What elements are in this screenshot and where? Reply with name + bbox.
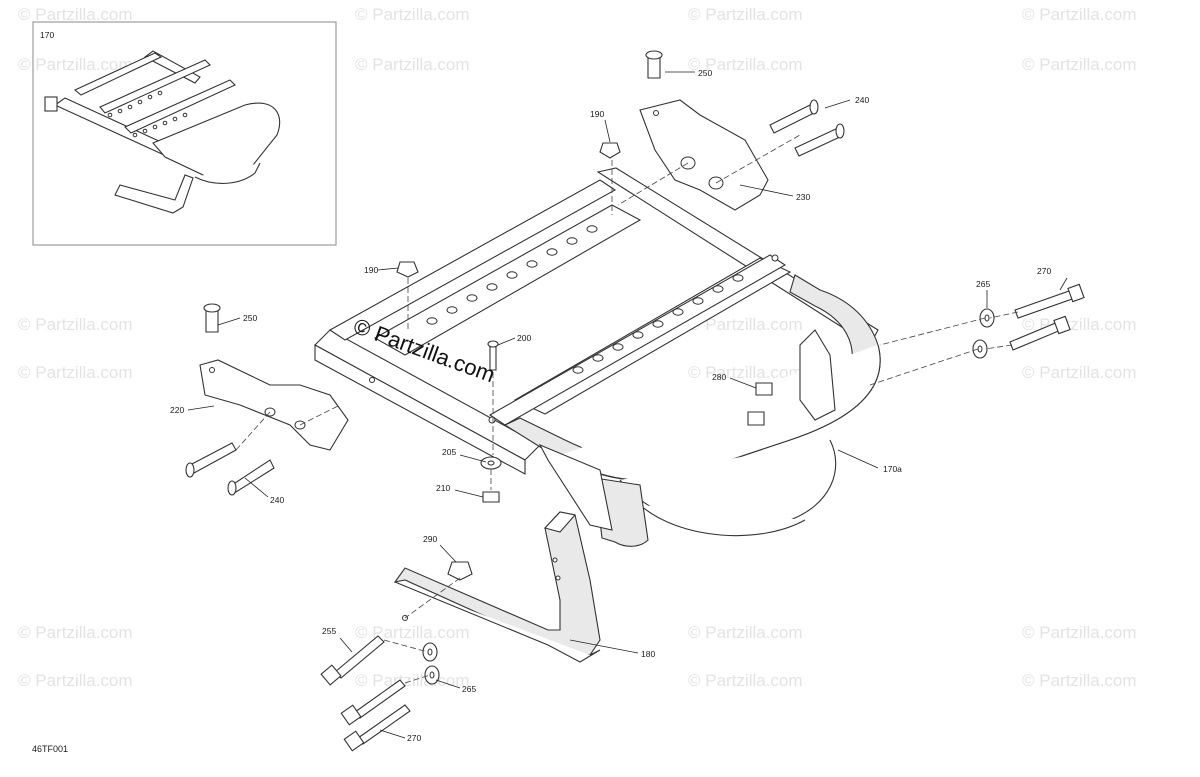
nut-190-mid [396, 261, 419, 278]
pin-240-a [769, 103, 817, 134]
callout-265: 265 [462, 684, 476, 694]
watermark: © Partzilla.com [688, 55, 803, 74]
nut-210 [482, 491, 500, 503]
front-cross-tube-face [314, 344, 526, 475]
callout-190: 190 [590, 109, 604, 119]
callout-265: 265 [976, 279, 990, 289]
watermark: © Partzilla.com [1022, 623, 1137, 642]
inset-label: 170 [40, 30, 54, 40]
inset-frame [32, 21, 337, 246]
watermark: © Partzilla.com [355, 623, 470, 642]
pin-240-c [189, 442, 237, 474]
hitch-bar-180-group [320, 511, 601, 752]
watermark: © Partzilla.com [18, 315, 133, 334]
watermark: © Partzilla.com [1022, 5, 1137, 24]
watermark: © Partzilla.com [355, 5, 470, 24]
nut-290 [447, 561, 473, 581]
callout-220: 220 [170, 405, 184, 415]
bracket-230-group [599, 50, 845, 211]
figure-code: 46TF001 [32, 744, 68, 754]
front-bracket [538, 443, 613, 531]
assembly-lines [235, 134, 1019, 684]
inset-rack-drawing [44, 50, 281, 214]
watermark: © Partzilla.com [18, 5, 133, 24]
pin-240-d [231, 459, 275, 493]
right-hardware [972, 283, 1085, 359]
side-rail-right [488, 254, 787, 426]
watermark-layer: © Partzilla.com © Partzilla.com © Partzi… [18, 5, 1137, 690]
watermark: © Partzilla.com [688, 363, 803, 382]
callout-270: 270 [1037, 266, 1051, 276]
bracket-220-group [185, 261, 419, 496]
leader-lines [187, 71, 1068, 739]
side-bracket [799, 329, 836, 421]
callout-240: 240 [855, 95, 869, 105]
callout-255: 255 [322, 626, 336, 636]
nut-280-b [747, 411, 765, 426]
callout-190: 190 [364, 265, 378, 275]
side-rail-left [328, 179, 617, 341]
watermark: © Partzilla.com [355, 671, 470, 690]
nut-280-a [755, 382, 773, 396]
callout-280: 280 [712, 372, 726, 382]
watermark: © Partzilla.com [18, 623, 133, 642]
nut-190-top [599, 142, 621, 159]
callout-240: 240 [270, 495, 284, 505]
callout-180: 180 [641, 649, 655, 659]
callout-205: 205 [442, 447, 456, 457]
callout-270: 270 [407, 733, 421, 743]
watermark: © Partzilla.com [688, 623, 803, 642]
watermark: © Partzilla.com [1022, 55, 1137, 74]
watermark: © Partzilla.com [18, 363, 133, 382]
watermark: © Partzilla.com [688, 671, 803, 690]
watermark: © Partzilla.com [1022, 363, 1137, 382]
pin-240-b [794, 127, 843, 157]
callout-200: 200 [517, 333, 531, 343]
bolt-270-a [1014, 289, 1076, 319]
main-rack-frame [314, 167, 881, 547]
watermark: © Partzilla.com [355, 55, 470, 74]
callouts: 250 240 190 230 190 270 265 250 200 280 … [170, 68, 1051, 743]
watermark: © Partzilla.com [688, 315, 803, 334]
watermark: © Partzilla.com [688, 5, 803, 24]
watermark: © Partzilla.com [18, 55, 133, 74]
callout-230: 230 [796, 192, 810, 202]
slat-left [373, 204, 642, 356]
callout-250: 250 [243, 313, 257, 323]
watermark: © Partzilla.com [1022, 671, 1137, 690]
bracket-230 [639, 99, 769, 211]
slat-holes [426, 225, 744, 374]
callout-290: 290 [423, 534, 437, 544]
callout-170a: 170a [883, 464, 902, 474]
callout-210: 210 [436, 483, 450, 493]
callout-250: 250 [698, 68, 712, 78]
bracket-220 [199, 359, 349, 451]
inset-assembly-view: 170 [32, 21, 337, 246]
watermark: © Partzilla.com [18, 671, 133, 690]
